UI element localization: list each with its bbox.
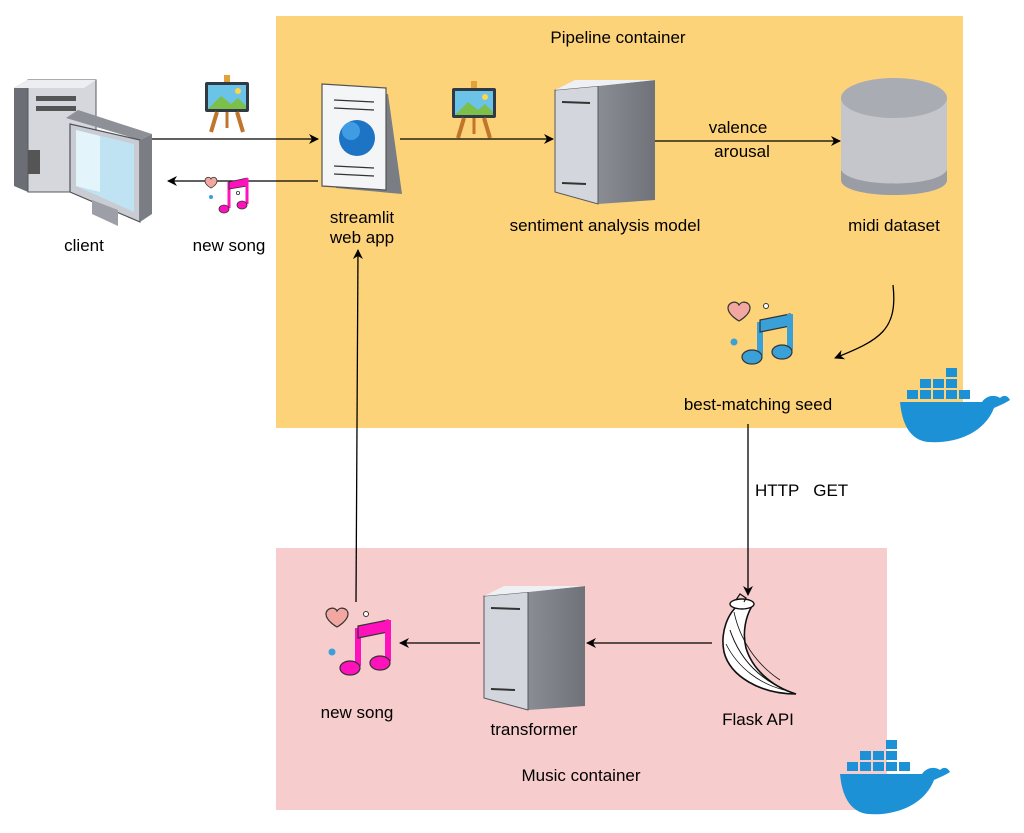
computer-icon: [14, 79, 152, 226]
painting-icon: [205, 75, 249, 133]
midi-dataset-label: midi dataset: [848, 216, 940, 235]
sentiment-model-label: sentiment analysis model: [509, 216, 701, 235]
server-icon: [554, 80, 655, 205]
flask-api-label: Flask API: [722, 710, 794, 729]
flask-horn-icon: [722, 593, 797, 695]
arousal-label: arousal: [714, 142, 770, 161]
document-globe-icon: [321, 83, 402, 194]
database-icon: [841, 78, 947, 195]
music-note-icon: [727, 301, 793, 365]
edge-newsong-to-streamlit: [352, 249, 363, 603]
best-matching-seed-label: best-matching seed: [683, 395, 833, 414]
painting-icon: [452, 81, 496, 139]
new-song-top-label: new song: [192, 236, 266, 255]
client-label: client: [64, 236, 104, 255]
server-icon: [483, 586, 585, 711]
streamlit-label-line1: streamlit: [329, 208, 395, 227]
transformer-label: transformer: [490, 720, 578, 739]
edge-midi-to-seed: [834, 284, 895, 360]
http-get-label: HTTP GET: [755, 481, 849, 500]
new-song-bottom-label: new song: [320, 703, 394, 722]
docker-whale-icon: [840, 740, 950, 815]
docker-whale-icon: [900, 368, 1010, 443]
streamlit-label-line2: web app: [329, 228, 395, 247]
music-container-title: Music container: [521, 766, 641, 785]
music-note-icon: [325, 607, 391, 676]
music-note-icon: [204, 176, 249, 214]
pipeline-container-title: Pipeline container: [550, 28, 686, 47]
valence-label: valence: [708, 118, 768, 137]
